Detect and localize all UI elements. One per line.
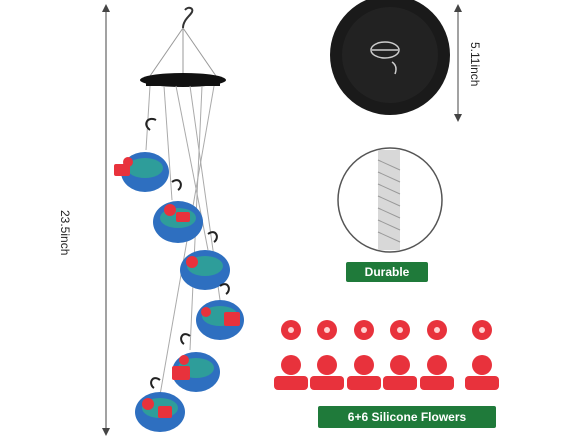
feeder-5 <box>172 333 220 392</box>
feeder-2 <box>153 179 203 243</box>
silicone-flowers-badge: 6+6 Silicone Flowers <box>318 406 496 428</box>
feeder-3 <box>180 231 230 290</box>
silicone-flowers <box>274 320 499 390</box>
canopy-closeup <box>330 0 450 115</box>
height-label: 23.5inch <box>58 210 72 256</box>
hook-icon <box>182 6 194 29</box>
durable-badge: Durable <box>346 262 428 282</box>
height-dimension-line <box>102 4 110 436</box>
feeder-6 <box>135 377 185 432</box>
feeder-1 <box>114 118 169 192</box>
top-height-label: 5.11inch <box>468 42 482 87</box>
top-height-dimension-line <box>454 4 462 122</box>
cable-closeup <box>337 147 443 253</box>
feeder-4 <box>196 283 244 340</box>
